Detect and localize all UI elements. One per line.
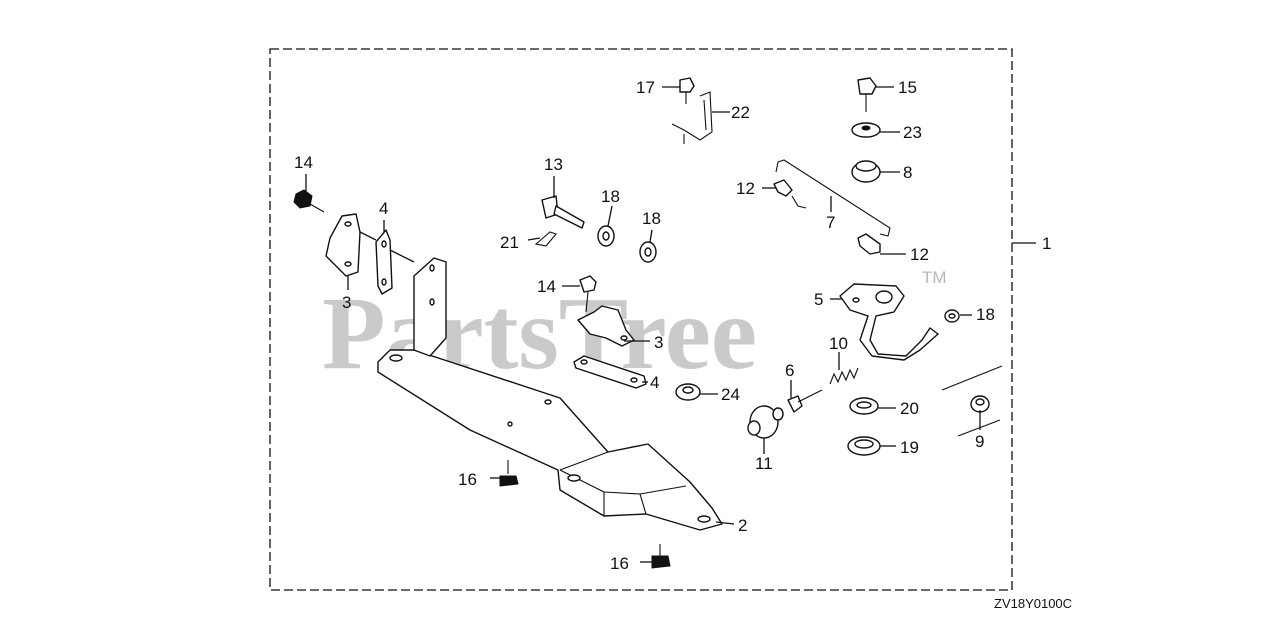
bolt-part-16a xyxy=(499,460,519,487)
main-bracket-part xyxy=(377,257,723,531)
clamp-part-mid xyxy=(577,305,635,347)
pin-part-13 xyxy=(541,195,585,229)
callout-4-left: 4 xyxy=(379,199,388,218)
callout-5: 5 xyxy=(814,290,823,309)
callout-21: 21 xyxy=(500,233,519,252)
strap-part-mid xyxy=(573,355,647,389)
callout-12-bottom: 12 xyxy=(910,245,929,264)
callout-15: 15 xyxy=(898,78,917,97)
grommet-part-11 xyxy=(747,405,784,439)
callout-4-mid: 4 xyxy=(650,373,659,392)
callout-3-left: 3 xyxy=(342,293,351,312)
callout-23: 23 xyxy=(903,123,922,142)
callout-19: 19 xyxy=(900,438,919,457)
callout-11: 11 xyxy=(755,454,773,473)
spring-part-10 xyxy=(829,367,859,385)
nut-part-18c xyxy=(944,309,960,323)
callout-labels: 1 2 3 3 4 4 5 6 7 8 9 10 11 12 12 13 14 … xyxy=(294,78,1051,573)
callout-18-left: 18 xyxy=(601,187,620,206)
callout-20: 20 xyxy=(900,399,919,418)
callout-16-upper: 16 xyxy=(458,470,477,489)
assembly-frame xyxy=(269,48,1013,591)
callout-2: 2 xyxy=(738,516,747,535)
callout-24: 24 xyxy=(721,385,740,404)
callout-14-mid: 14 xyxy=(537,277,556,296)
callout-10: 10 xyxy=(829,334,848,353)
washer-part-18b xyxy=(639,241,657,263)
callout-12-top: 12 xyxy=(736,179,755,198)
watermark-trademark: TM xyxy=(922,268,947,287)
callout-14-left: 14 xyxy=(294,153,313,172)
clip-part-21 xyxy=(534,231,557,247)
bolt-part-16b xyxy=(651,544,671,569)
grommet-part-8 xyxy=(851,160,881,183)
callout-18-right: 18 xyxy=(976,305,995,324)
bolt-part-6 xyxy=(787,389,823,413)
leader-lines xyxy=(305,86,1036,563)
callout-3-mid: 3 xyxy=(654,333,663,352)
ring-part-20 xyxy=(849,397,879,415)
callout-6: 6 xyxy=(785,361,794,380)
callout-7: 7 xyxy=(826,213,835,232)
callout-1: 1 xyxy=(1042,234,1051,253)
diagram-code: ZV18Y0100C xyxy=(994,596,1072,611)
bolt-part-15 xyxy=(857,77,877,112)
callout-8: 8 xyxy=(903,163,912,182)
callout-18-mid: 18 xyxy=(642,209,661,228)
strap-part-left xyxy=(375,229,393,295)
callout-16-lower: 16 xyxy=(610,554,629,573)
rod-end-part-12a xyxy=(773,179,807,209)
bolt-part-14-mid xyxy=(579,275,597,313)
rod-part-7 xyxy=(775,159,891,237)
callout-13: 13 xyxy=(544,155,563,174)
washer-part-18a xyxy=(597,225,615,247)
bolt-part-14-left xyxy=(293,189,325,213)
washer-part-24 xyxy=(675,383,701,401)
bolt-part-17 xyxy=(679,77,695,104)
nut-part-9 xyxy=(941,365,1003,437)
callout-17: 17 xyxy=(636,78,655,97)
hook-part-22 xyxy=(671,91,713,144)
callout-22: 22 xyxy=(731,103,750,122)
callout-9: 9 xyxy=(975,432,984,451)
washer-part-23 xyxy=(851,122,881,138)
rod-end-part-12b xyxy=(857,233,881,255)
ring-part-19 xyxy=(847,436,881,456)
lever-part-5 xyxy=(839,283,939,361)
clamp-part-left xyxy=(325,213,361,277)
